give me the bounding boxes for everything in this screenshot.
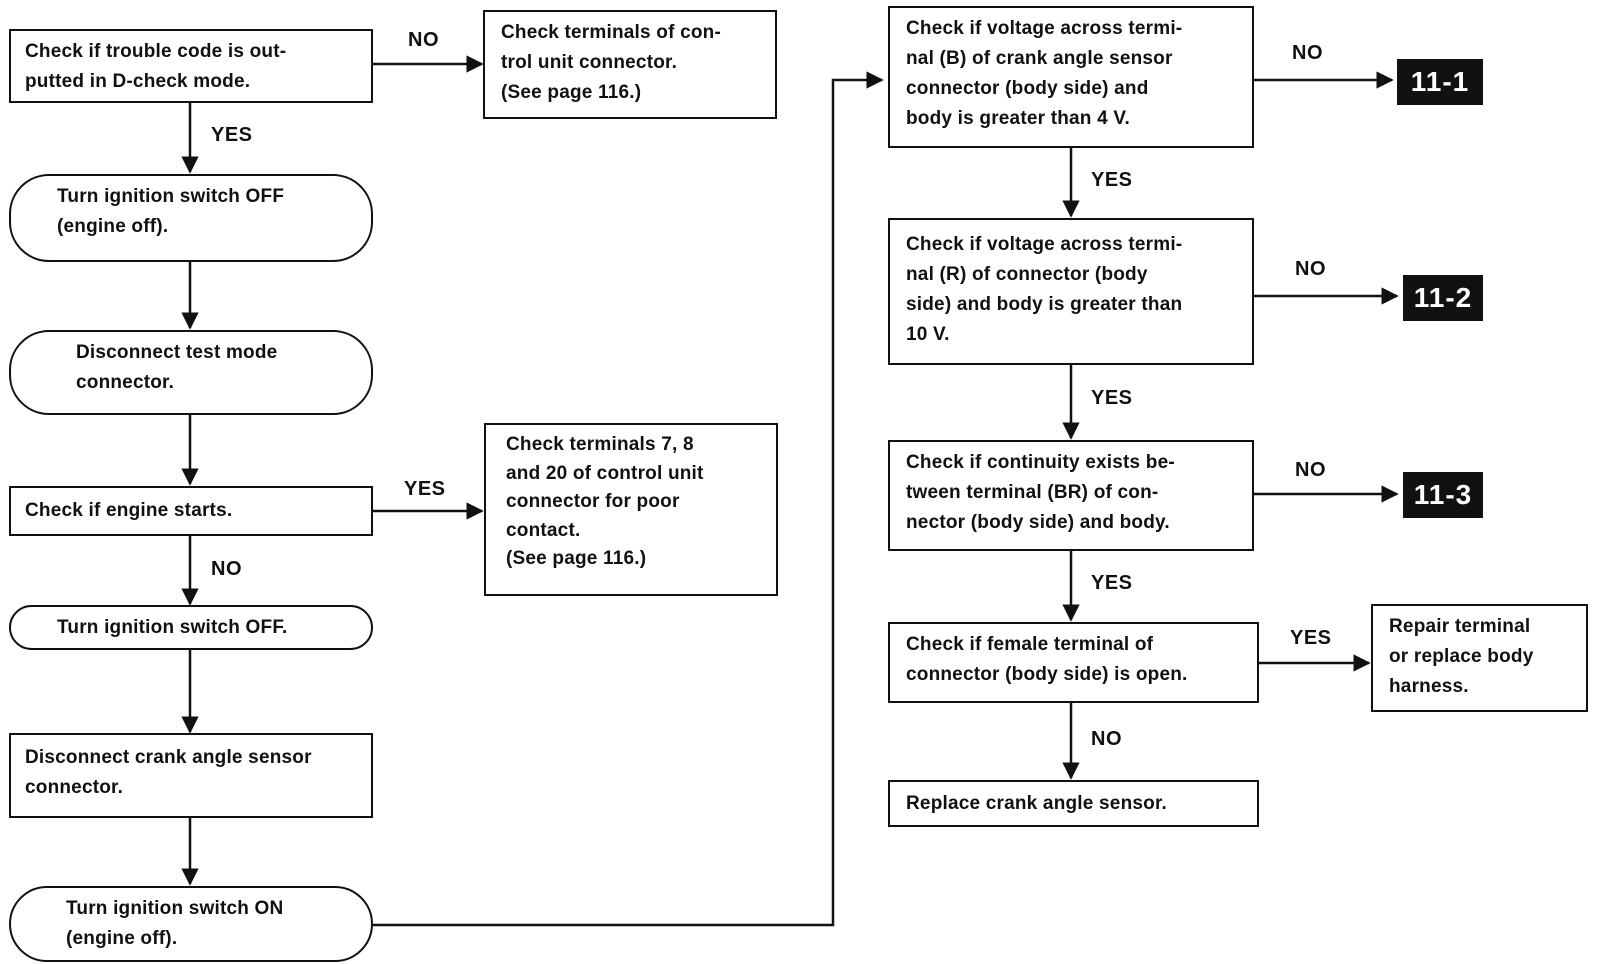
step-female-terminal-open: Check if female terminal of connector (b…: [888, 622, 1259, 703]
label-yes-voltage-r: YES: [1091, 387, 1133, 409]
step-check-terminals-7-8-20: Check terminals 7, 8 and 20 of control u…: [484, 423, 778, 596]
step-voltage-terminal-b: Check if voltage across termi- nal (B) o…: [888, 6, 1254, 148]
step-trouble-code: Check if trouble code is out- putted in …: [9, 29, 373, 103]
step-replace-crank-angle-sensor: Replace crank angle sensor.: [888, 780, 1259, 827]
label-no-continuity: NO: [1295, 459, 1326, 481]
label-no-female: NO: [1091, 728, 1122, 750]
label-yes-engine: YES: [404, 478, 446, 500]
ref-tag-11-3: 11-3: [1403, 472, 1483, 518]
ref-tag-11-1: 11-1: [1397, 59, 1483, 105]
step-check-engine-starts: Check if engine starts.: [9, 486, 373, 536]
step-repair-or-replace-harness: Repair terminal or replace body harness.: [1371, 604, 1588, 712]
step-check-terminals-control-unit: Check terminals of con- trol unit connec…: [483, 10, 777, 119]
label-no-engine: NO: [211, 558, 242, 580]
step-continuity-terminal-br: Check if continuity exists be- tween ter…: [888, 440, 1254, 551]
label-no-trouble: NO: [408, 29, 439, 51]
step-ignition-off-engine-off: Turn ignition switch OFF (engine off).: [9, 174, 373, 262]
label-yes-trouble: YES: [211, 124, 253, 146]
step-ignition-on-engine-off: Turn ignition switch ON (engine off).: [9, 886, 373, 962]
label-yes-continuity: YES: [1091, 572, 1133, 594]
step-ignition-off: Turn ignition switch OFF.: [9, 605, 373, 650]
step-disconnect-test-mode: Disconnect test mode connector.: [9, 330, 373, 415]
arrow-ignon-to-voltage-b: [373, 71, 884, 927]
step-voltage-terminal-r: Check if voltage across termi- nal (R) o…: [888, 218, 1254, 365]
label-no-voltage-r: NO: [1295, 258, 1326, 280]
label-no-voltage-b: NO: [1292, 42, 1323, 64]
ref-tag-11-2: 11-2: [1403, 275, 1483, 321]
step-disconnect-crank-angle-sensor: Disconnect crank angle sensor connector.: [9, 733, 373, 818]
label-yes-voltage-b: YES: [1091, 169, 1133, 191]
label-yes-female: YES: [1290, 627, 1332, 649]
